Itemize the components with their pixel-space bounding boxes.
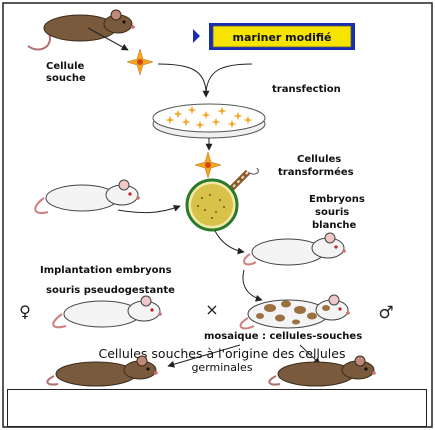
label-cellules: Cellules	[297, 154, 341, 165]
white-mouse-pseudopregnant	[52, 295, 162, 329]
offspring-brown-mouse-right	[268, 355, 376, 387]
label-transfection: transfection	[272, 84, 341, 95]
white-mouse-donor	[34, 179, 140, 214]
arrow-mouse-to-cell	[87, 27, 129, 51]
white-mouse-recipient	[242, 232, 346, 266]
arrow-mouse-to-embryo	[117, 205, 181, 214]
label-embryons: Embryons	[309, 194, 365, 205]
arrow-mariner-to-petri	[205, 63, 253, 93]
petri-dish	[152, 103, 266, 139]
male-icon: ♂	[378, 303, 393, 323]
label-souche: souche	[46, 73, 86, 84]
embryo-blastocyst	[185, 178, 239, 232]
label-germ-line-2: germinales	[191, 361, 252, 374]
label-transformees: transformées	[278, 166, 354, 178]
cross-symbol: ×	[205, 300, 218, 319]
chimera-spotted-mouse	[239, 294, 350, 330]
label-blanche: blanche	[312, 220, 357, 231]
arrow-embryo-to-mouse	[214, 230, 245, 255]
female-icon: ♀	[19, 302, 31, 321]
label-souris: souris	[315, 207, 349, 218]
arrow-cell-to-petri	[157, 63, 207, 93]
transformed-cell-star-icon	[194, 151, 222, 179]
banner-label: mariner modifié	[233, 31, 332, 44]
label-implantation: Implantation embryons	[40, 265, 172, 276]
stem-cell-star-icon	[126, 48, 154, 76]
label-germ-line-1: Cellules souches à l'origine des cellule…	[98, 346, 345, 361]
offspring-brown-mouse-left	[46, 355, 158, 387]
banner-arrow-icon	[193, 29, 200, 43]
arrow-to-offspring-left	[167, 344, 241, 368]
label-pseudogestante: souris pseudogestante	[46, 285, 175, 296]
label-mosaique: mosaique : cellules-souches	[204, 331, 362, 342]
arrow-to-chimera	[242, 269, 263, 302]
mariner-banner: mariner modifié	[209, 23, 355, 50]
label-cellule: Cellule	[46, 61, 85, 72]
caption-box	[7, 389, 427, 427]
arrow-to-offspring-right	[299, 344, 321, 365]
donor-brown-mouse	[27, 9, 135, 51]
